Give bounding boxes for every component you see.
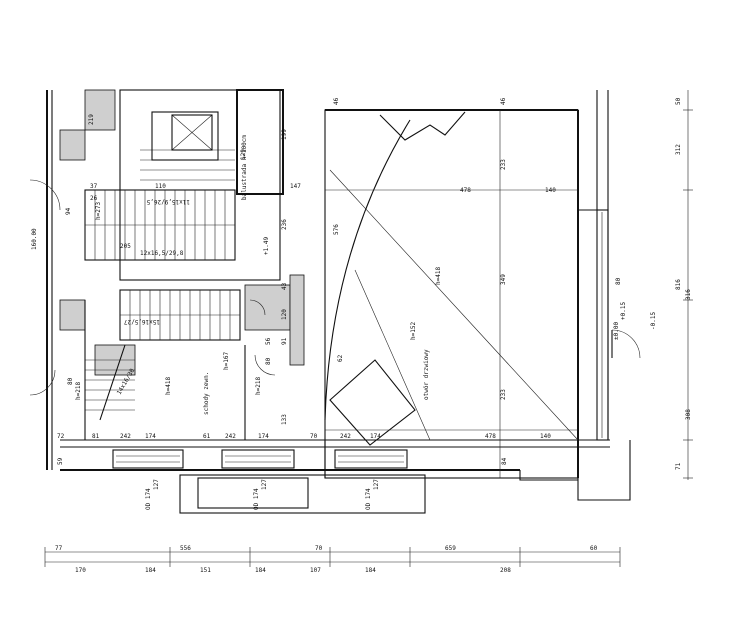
- dim-bottom-3: 184: [255, 567, 266, 574]
- label-242a: 242: [120, 433, 131, 440]
- label-h273: h=273: [95, 202, 102, 220]
- label-schody: schody zewn.: [203, 372, 210, 415]
- label-lev-000: ±0.00: [613, 322, 620, 340]
- label-61: 61: [203, 433, 211, 440]
- dim-bottom-2: 151: [200, 567, 211, 574]
- label-478b: 478: [485, 433, 496, 440]
- label-140: 140: [545, 187, 556, 194]
- dim-top-4: 60: [590, 545, 598, 552]
- label-199: 199: [281, 129, 288, 140]
- dim-bottom-5: 184: [365, 567, 376, 574]
- interior-lines: [325, 110, 579, 478]
- label-84: 84: [501, 457, 508, 465]
- label-stair-b: 11x15,9/26,5: [146, 198, 190, 205]
- dim-top-3: 659: [445, 545, 456, 552]
- label-50: 50: [675, 97, 682, 105]
- dim-top-0: 77: [55, 545, 63, 552]
- label-otwor: otwór drzwiowy: [423, 349, 430, 400]
- label-26: 26: [90, 195, 98, 202]
- label-140b: 140: [540, 433, 551, 440]
- label-120: 120: [281, 309, 288, 320]
- label-236: 236: [281, 219, 288, 230]
- label-233b: 233: [500, 389, 507, 400]
- label-lev-p015: +0.15: [620, 302, 627, 320]
- dim-bottom-4: 107: [310, 567, 321, 574]
- label-219: 219: [88, 114, 95, 125]
- label-od-127a: 127: [153, 479, 160, 490]
- label-94: 94: [65, 207, 72, 215]
- label-od-127c: 127: [373, 479, 380, 490]
- label-242b: 242: [225, 433, 236, 440]
- dim-top-1: 556: [180, 545, 191, 552]
- label-71: 71: [675, 462, 682, 470]
- label-h167: h=167: [223, 352, 230, 370]
- label-w80c: 80: [265, 357, 272, 365]
- label-312: 312: [675, 144, 682, 155]
- staircase-upper: [84, 111, 236, 261]
- label-43: 43: [281, 282, 288, 290]
- label-balustrada: balustrada h=100cm: [241, 135, 248, 200]
- label-129: 129: [240, 149, 247, 160]
- label-37: 37: [90, 183, 98, 190]
- label-59: 59: [57, 457, 64, 465]
- outer-walls: [46, 89, 631, 514]
- label-147: 147: [290, 183, 301, 190]
- label-lev-m015: -0.15: [650, 312, 657, 330]
- label-72: 72: [57, 433, 65, 440]
- label-70: 70: [310, 433, 318, 440]
- label-174a: 174: [145, 433, 156, 440]
- label-w80b: 80: [615, 277, 622, 285]
- label-816: 816: [675, 279, 682, 290]
- label-91: 91: [281, 337, 288, 345]
- label-46: 46: [333, 97, 340, 105]
- label-lev-160: 160.00: [31, 228, 38, 250]
- label-stair-c: 15x16,5/27: [123, 318, 160, 325]
- windows: [112, 209, 609, 469]
- label-h218: h=218: [255, 377, 262, 395]
- label-174c: 174: [370, 433, 381, 440]
- staircase-lower: [84, 289, 246, 440]
- label-window-3: OD 174: [365, 488, 372, 510]
- label-46b: 46: [500, 97, 507, 105]
- label-174b: 174: [258, 433, 269, 440]
- label-window-1: OD 174: [145, 488, 152, 510]
- label-h418-left: h=418: [165, 377, 172, 395]
- label-62: 62: [337, 354, 344, 362]
- label-lev-149: +1.49: [263, 237, 270, 255]
- label-233: 233: [500, 159, 507, 170]
- label-110: 110: [155, 183, 166, 190]
- label-stair-a: 12x16,5/29,8: [140, 250, 184, 257]
- label-349: 349: [500, 274, 507, 285]
- label-h418-main: h=418: [435, 267, 442, 285]
- label-od-127b: 127: [261, 479, 268, 490]
- label-w80: 80: [67, 377, 74, 385]
- label-81: 81: [92, 433, 100, 440]
- hatched-walls: [59, 89, 305, 376]
- label-h218b: h=218: [75, 382, 82, 400]
- label-576: 576: [333, 224, 340, 235]
- plan-labels: h=418 h=418 h=273 h=218 h=218 h=167 balu…: [31, 97, 692, 574]
- label-133: 133: [281, 414, 288, 425]
- label-window-2: OD 174: [253, 488, 260, 510]
- dim-bottom-1: 184: [145, 567, 156, 574]
- dim-bottom-0: 170: [75, 567, 86, 574]
- label-56: 56: [265, 337, 272, 345]
- dim-top-2: 70: [315, 545, 323, 552]
- label-242c: 242: [340, 433, 351, 440]
- label-316: 316: [685, 289, 692, 300]
- label-h152: h=152: [410, 322, 417, 340]
- label-205: 205: [120, 243, 131, 250]
- dim-bottom-6: 208: [500, 567, 511, 574]
- door-swings: [29, 119, 641, 421]
- label-308: 308: [685, 409, 692, 420]
- dimension-lines: [44, 90, 693, 567]
- label-478: 478: [460, 187, 471, 194]
